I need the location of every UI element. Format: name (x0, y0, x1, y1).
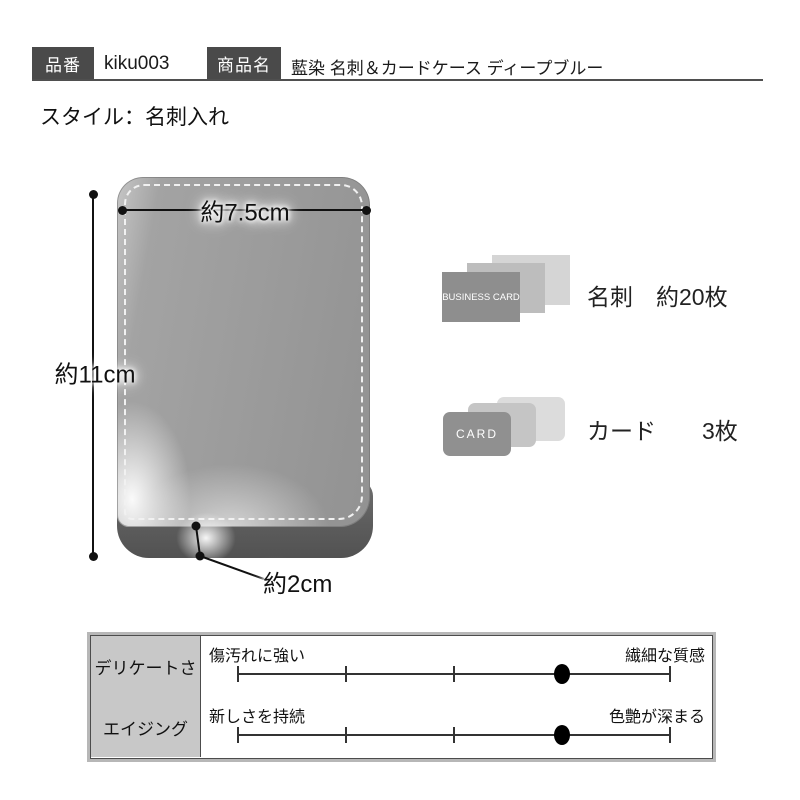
spec-row: 新しさを持続 色艶が深まる (201, 697, 712, 757)
spec-row-name: デリケートさ (91, 636, 201, 697)
highlight-glow (176, 512, 236, 564)
product-name-label: 商品名 (207, 47, 281, 79)
card-front: BUSINESS CARD (442, 272, 520, 322)
scale-right-label: 繊細な質感 (624, 648, 705, 665)
scale-right-label: 色艶が深まる (608, 709, 705, 726)
card-front: CARD (443, 412, 511, 456)
card-stack-icon: CARD (440, 394, 590, 474)
width-dimension-line (118, 205, 371, 215)
item-number-value: kiku003 (104, 53, 170, 74)
scale-dot (554, 664, 570, 684)
depth-dimension-label: 約2cm (263, 571, 333, 598)
dimension-dot (362, 205, 371, 215)
height-dimension-line (88, 190, 98, 561)
business-card-stack-icon: BUSINESS CARD (440, 252, 590, 332)
scale-left-label: 新しさを持続 (209, 709, 306, 726)
rating-scale (237, 725, 671, 745)
header-underline (32, 79, 763, 81)
scale-dot (554, 725, 570, 745)
business-card-capacity-label: 名刺 約20枚 (587, 284, 728, 310)
height-dimension-label: 約11cm (54, 361, 136, 389)
spec-table: デリケートさ 傷汚れに強い 繊細な質感 エイジング 新しさを持続 色艶が深まる (87, 632, 716, 762)
style-line: スタイル：名刺入れ (40, 106, 229, 129)
card-capacity-label: カード 3枚 (587, 418, 738, 444)
dimension-dot (88, 190, 98, 199)
product-name-value: 藍染 名刺＆カードケース ディープブルー (291, 59, 604, 78)
depth-pointer (191, 521, 265, 580)
dimension-dot (118, 205, 127, 215)
spec-row-name: エイジング (91, 697, 201, 757)
card-case-front (117, 177, 370, 527)
rating-scale (237, 664, 671, 684)
scale-left-label: 傷汚れに強い (209, 648, 306, 665)
dimension-dot (88, 552, 98, 561)
item-number-label: 品番 (32, 47, 94, 79)
width-dimension-label: 約7.5cm (200, 199, 290, 227)
spec-row: 傷汚れに強い 繊細な質感 (201, 636, 712, 697)
